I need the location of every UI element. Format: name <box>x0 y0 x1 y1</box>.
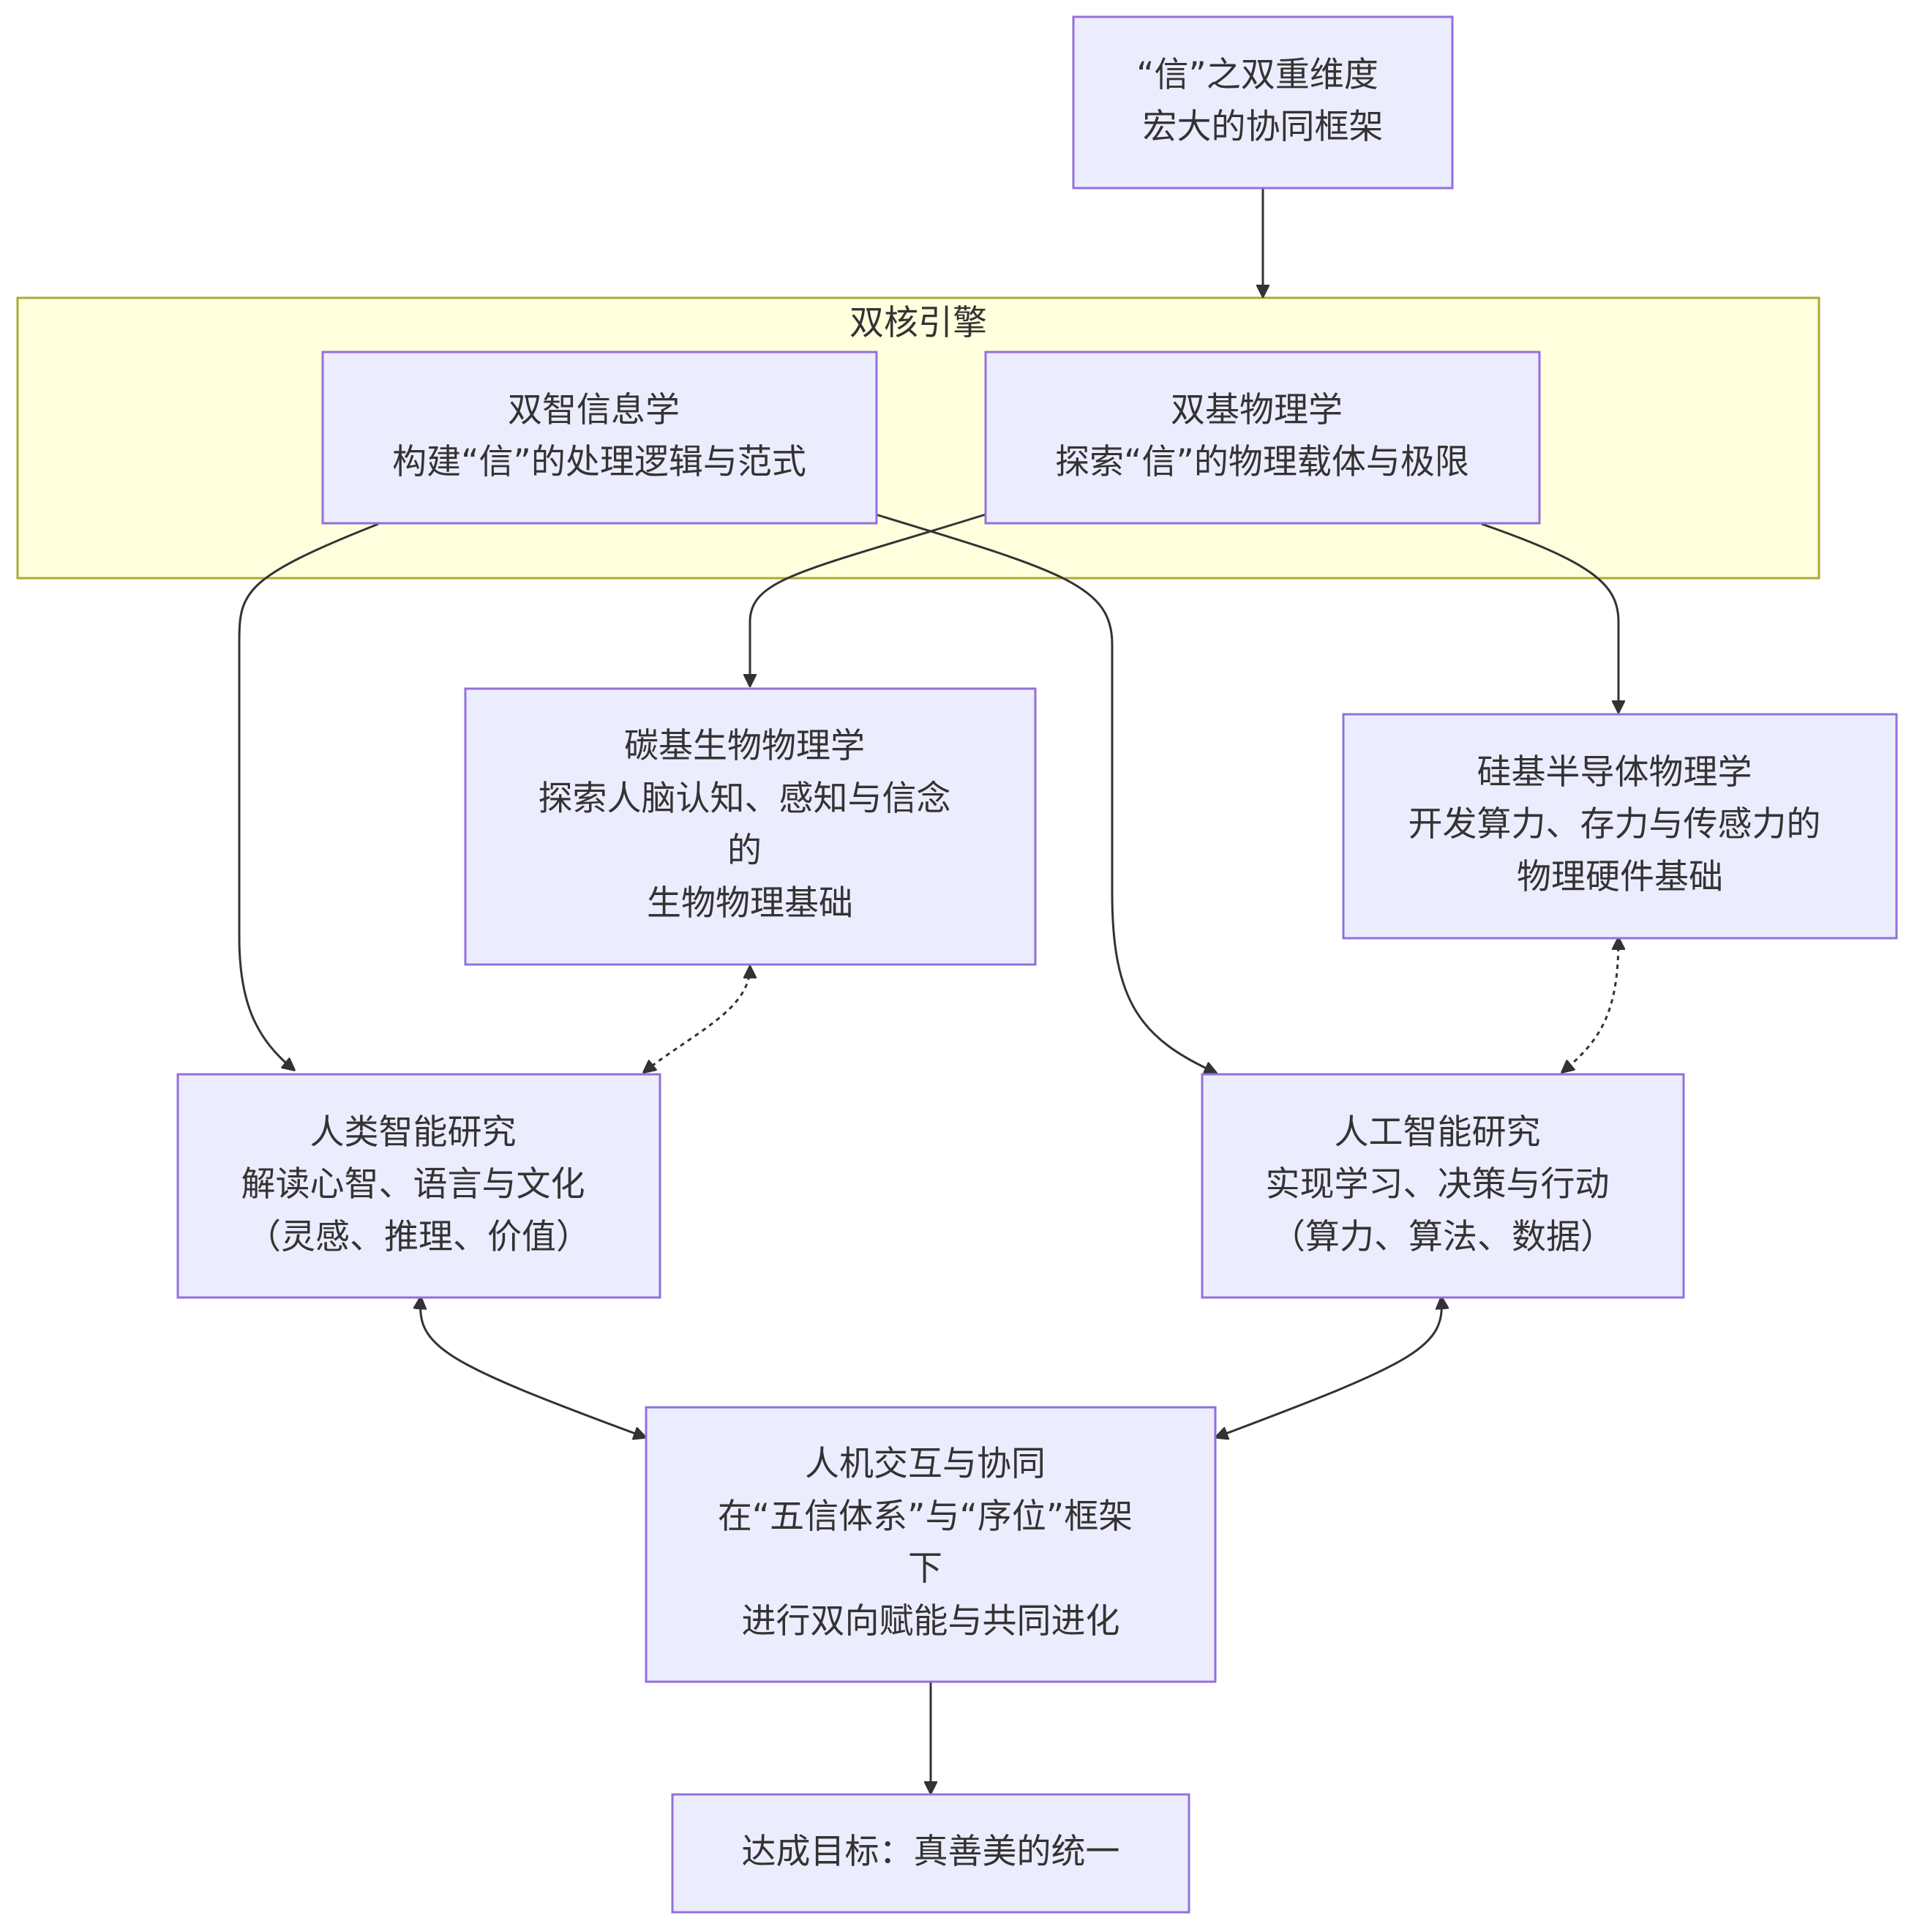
node-line: 宏大的协同框架 <box>1143 107 1384 147</box>
node-silicon-semiconductor-physics: 硅基半导体物理学 开发算力、存力与传感力的 物理硬件基础 <box>1342 713 1898 940</box>
node-line: 人工智能研究 <box>1335 1112 1541 1153</box>
node-box <box>464 687 1037 966</box>
node-box <box>984 351 1541 525</box>
node-line: 碳基生物物理学 <box>624 726 865 766</box>
edge-silicon-physics-to-artificial-intelligence <box>1562 938 1618 1072</box>
node-line: 构建“信”的处理逻辑与范式 <box>392 442 806 482</box>
node-line: （灵感、推理、价值） <box>247 1217 590 1257</box>
node-artificial-intelligence-research: 人工智能研究 实现学习、决策与行动 （算力、算法、数据） <box>1201 1073 1685 1299</box>
node-dual-intelligence-informatics: 双智信息学 构建“信”的处理逻辑与范式 <box>321 351 878 525</box>
node-line: 进行双向赋能与共同进化 <box>742 1601 1120 1641</box>
node-label: 人机交互与协同 在“五信体系”与“序位”框架 下 进行双向赋能与共同进化 <box>718 1444 1144 1641</box>
node-line: （算力、算法、数据） <box>1271 1217 1615 1257</box>
node-line: 实现学习、决策与行动 <box>1266 1164 1610 1205</box>
node-dual-base-physics: 双基物理学 探索“信”的物理载体与极限 <box>984 351 1541 525</box>
node-line: 探索“信”的物理载体与极限 <box>1055 442 1469 482</box>
node-box <box>1072 15 1454 190</box>
node-carbon-biophysics: 碳基生物物理学 探索人脑认知、感知与信念 的 生物物理基础 <box>464 687 1037 966</box>
node-label: 双智信息学 构建“信”的处理逻辑与范式 <box>392 390 806 482</box>
node-line: 硅基半导体物理学 <box>1477 752 1752 793</box>
node-label: 硅基半导体物理学 开发算力、存力与传感力的 物理硬件基础 <box>1408 752 1832 897</box>
edge-dual-base-physics-to-carbon-biophysics <box>750 513 986 686</box>
edge-dual-intelligence-to-artificial-intelligence <box>875 513 1216 1073</box>
node-line: 达成目标：真善美的统一 <box>742 1832 1120 1872</box>
node-line: “信”之双重维度 <box>1136 55 1378 95</box>
node-label: 人工智能研究 实现学习、决策与行动 （算力、算法、数据） <box>1266 1112 1621 1257</box>
node-line: 人类智能研究 <box>310 1112 517 1153</box>
node-box <box>645 1406 1217 1683</box>
node-line: 双智信息学 <box>508 390 680 430</box>
node-label: 达成目标：真善美的统一 <box>742 1832 1120 1872</box>
node-box <box>176 1073 661 1299</box>
node-human-machine-collaboration: 人机交互与协同 在“五信体系”与“序位”框架 下 进行双向赋能与共同进化 <box>645 1406 1217 1683</box>
edge-dual-intelligence-to-human-intelligence <box>238 523 379 1070</box>
node-line: 双基物理学 <box>1171 390 1343 430</box>
node-line: 人机交互与协同 <box>805 1444 1046 1484</box>
node-line: 下 <box>908 1549 942 1589</box>
node-label: “信”之双重维度 宏大的协同框架 <box>1136 55 1389 147</box>
node-box <box>1201 1073 1685 1299</box>
edge-artificial-intelligence-to-human-machine <box>1216 1298 1441 1437</box>
node-label: 碳基生物物理学 探索人脑认知、感知与信念 的 生物物理基础 <box>539 726 962 924</box>
node-line: 解读心智、语言与文化 <box>241 1164 585 1205</box>
cluster-label: 双核引擎 <box>849 303 987 343</box>
node-human-intelligence-research: 人类智能研究 解读心智、语言与文化 （灵感、推理、价值） <box>176 1073 661 1299</box>
edges <box>238 189 1618 1793</box>
edge-dual-base-physics-to-silicon-physics <box>1481 523 1618 712</box>
edge-carbon-biophysics-to-human-intelligence <box>644 967 750 1072</box>
node-box <box>671 1793 1190 1914</box>
node-line: 生物物理基础 <box>647 883 853 924</box>
node-line: 开发算力、存力与传感力的 <box>1408 804 1821 845</box>
node-label: 人类智能研究 解读心智、语言与文化 （灵感、推理、价值） <box>241 1112 596 1257</box>
node-dual-dimension: “信”之双重维度 宏大的协同框架 <box>1072 15 1454 190</box>
node-label: 双基物理学 探索“信”的物理载体与极限 <box>1055 390 1469 482</box>
node-box <box>321 351 878 525</box>
edge-human-intelligence-to-human-machine <box>421 1298 645 1437</box>
node-line: 探索人脑认知、感知与信念 <box>539 779 951 819</box>
node-line: 物理硬件基础 <box>1517 857 1723 897</box>
node-box <box>1342 713 1898 940</box>
node-line: 在“五信体系”与“序位”框架 <box>718 1497 1133 1537</box>
node-goal: 达成目标：真善美的统一 <box>671 1793 1190 1914</box>
node-line: 的 <box>727 831 762 871</box>
